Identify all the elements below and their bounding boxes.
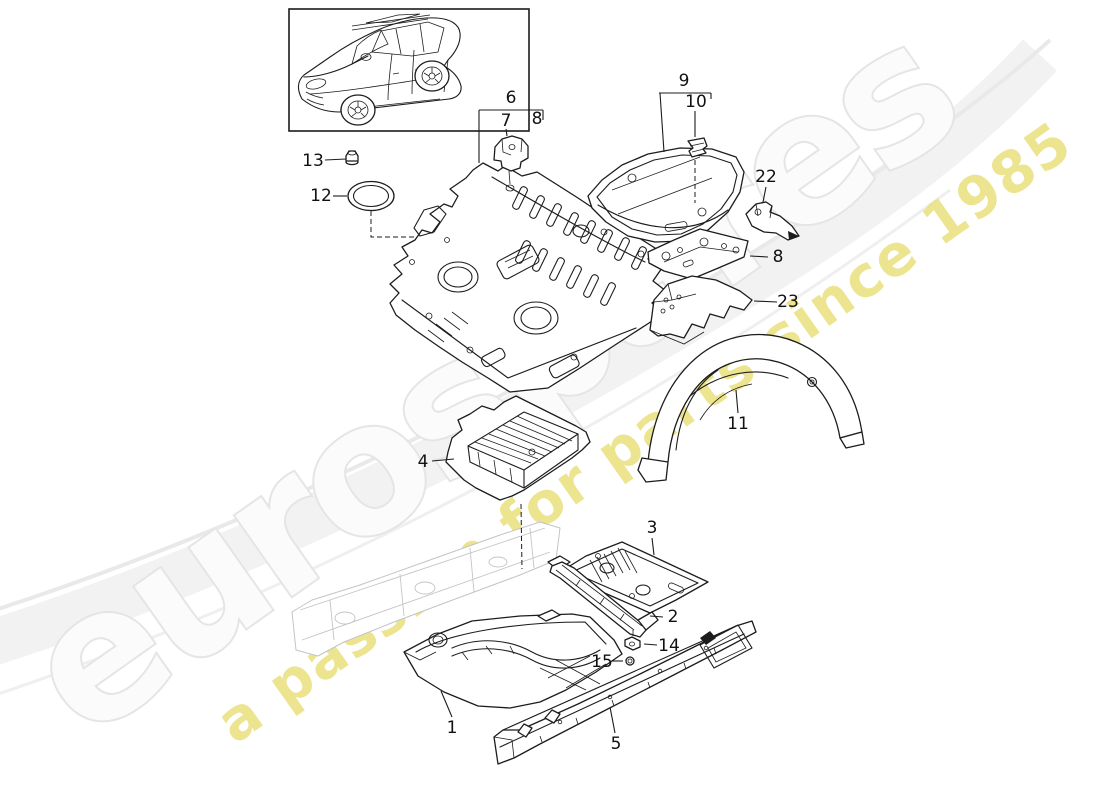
callout-22[interactable]: 22 (755, 167, 777, 187)
part-13-nut[interactable] (345, 150, 359, 166)
part-9-cover-tray[interactable] (587, 147, 745, 243)
leader-4 (431, 458, 455, 462)
part-4-luggage-well[interactable] (445, 395, 591, 501)
leader-7-to-pan (508, 170, 511, 185)
leader-5 (609, 706, 616, 734)
bracket-9-leader (659, 92, 712, 153)
leader-1 (440, 690, 453, 718)
leader-7 (505, 128, 508, 137)
callout-9[interactable]: 9 (679, 71, 690, 91)
callout-labels: 13 12 6 7 8 9 10 22 8 23 11 4 3 2 14 15 … (302, 71, 799, 754)
callout-13[interactable]: 13 (302, 151, 324, 171)
leader-22 (762, 186, 767, 203)
part-12-sealing-ring[interactable] (347, 180, 395, 212)
porsche-cayenne-drawing (297, 13, 462, 126)
part-15-bolt[interactable] (625, 656, 635, 666)
bracket-6-leader (478, 109, 544, 163)
floor-section-ribs (589, 547, 638, 583)
callout-2[interactable]: 2 (668, 607, 679, 627)
callout-7[interactable]: 7 (501, 111, 512, 131)
callout-1[interactable]: 1 (447, 718, 458, 738)
callout-12[interactable]: 12 (310, 186, 332, 206)
callout-5[interactable]: 5 (611, 734, 622, 754)
leader-3 (651, 537, 655, 556)
callout-10[interactable]: 10 (685, 92, 707, 112)
leader-12-dashed (370, 211, 428, 238)
watermark-swoosh-line-lower (0, 188, 951, 695)
callout-15[interactable]: 15 (591, 652, 613, 672)
part-2-cross-member[interactable] (547, 555, 659, 638)
pan-rib-slots (512, 186, 647, 306)
callout-3[interactable]: 3 (647, 518, 658, 538)
callout-8b[interactable]: 8 (773, 247, 784, 267)
callout-6[interactable]: 6 (506, 88, 517, 108)
leader-4-dashed (520, 503, 523, 570)
callout-8a[interactable]: 8 (532, 109, 543, 129)
part-22-bracket[interactable] (745, 201, 800, 241)
part-11-wheel-arch[interactable] (637, 333, 865, 483)
part-7-bracket[interactable] (493, 135, 529, 172)
vehicle-thumbnail (288, 8, 530, 132)
leader-13 (324, 158, 347, 161)
vehicle-thumbnail-frame (288, 8, 530, 132)
part-14-clip-nut[interactable] (624, 636, 641, 651)
panel-lattice (461, 645, 607, 691)
leader-11 (735, 389, 739, 414)
well-ribs (474, 415, 573, 483)
part-5-sill-panel[interactable] (493, 620, 757, 765)
leader-14 (643, 643, 658, 646)
callout-23[interactable]: 23 (777, 292, 799, 312)
leader-8b (749, 255, 769, 258)
part-8-plate[interactable] (647, 228, 749, 280)
callout-14[interactable]: 14 (658, 636, 680, 656)
callout-4[interactable]: 4 (418, 452, 429, 472)
part-10-clip[interactable] (687, 137, 708, 158)
sill-end-frame (699, 624, 753, 669)
callout-11[interactable]: 11 (727, 414, 749, 434)
part-3-floor-section[interactable] (559, 541, 709, 614)
leader-23 (753, 300, 778, 303)
part-1-floor-panel[interactable] (403, 609, 623, 709)
part-23-support[interactable] (649, 275, 753, 345)
sill-ticks (539, 647, 717, 743)
leader-2 (649, 615, 664, 618)
watermark-swoosh-band (0, 39, 1057, 665)
rear-floor-pan[interactable] (389, 162, 667, 393)
